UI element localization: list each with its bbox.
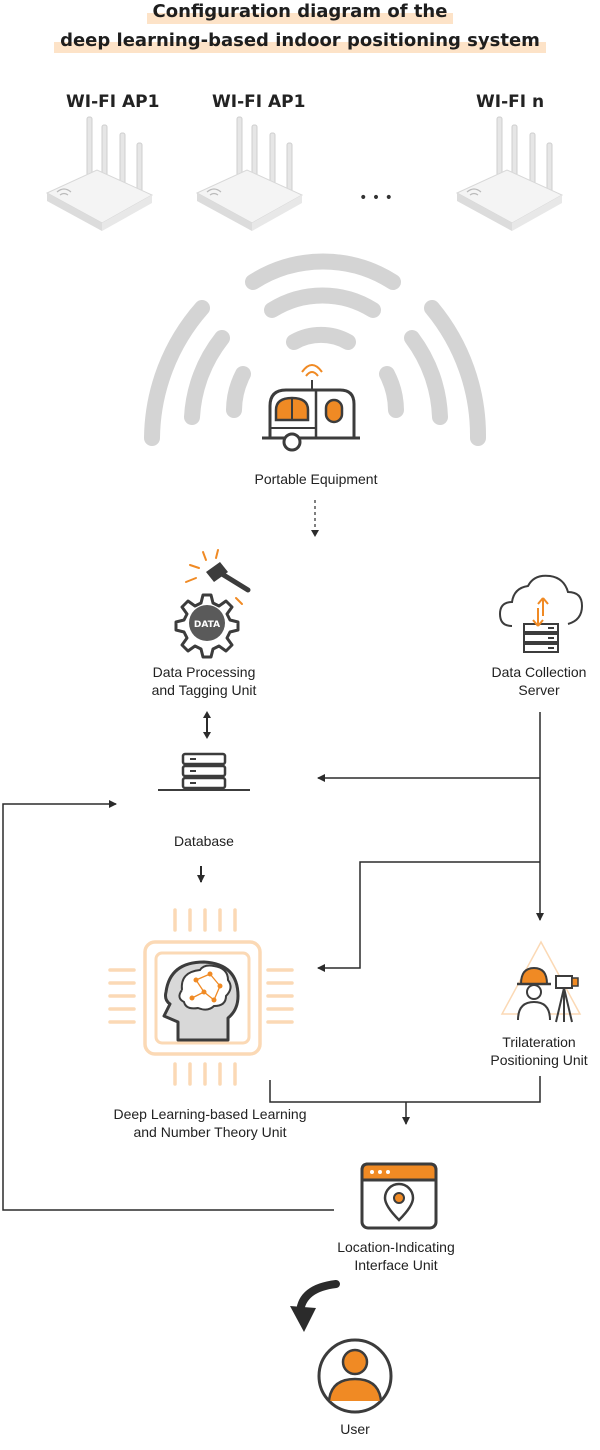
ap-label-n: WI-FI n <box>476 92 545 112</box>
location-interface-label-line1: Location-Indicating <box>337 1239 455 1255</box>
diagram-title-line-1: Configuration diagram of the <box>0 0 600 24</box>
ap-label-1: WI-FI AP1 <box>66 92 160 112</box>
user-avatar-icon <box>317 1338 393 1414</box>
ellipsis-text: • • • <box>359 190 393 206</box>
data-gear-icon: DATA <box>174 593 240 659</box>
trilateration-label-line2: Positioning Unit <box>490 1052 588 1068</box>
trilateration-label: Trilateration Positioning Unit <box>464 1033 600 1069</box>
data-collection-label-line1: Data Collection <box>491 664 587 680</box>
wifi-signal-waves <box>144 253 487 446</box>
server-to-deeplearning-arrow <box>317 861 540 972</box>
camper-icon <box>262 364 360 452</box>
location-interface-label-line2: Interface Unit <box>354 1257 438 1273</box>
user-label: User <box>340 1421 370 1437</box>
dotted-arrowhead <box>311 530 319 537</box>
deep-learning-label: Deep Learning-based Learning and Number … <box>72 1105 348 1141</box>
data-processing-label-line2: and Tagging Unit <box>151 682 257 698</box>
ap-label-2: WI-FI AP1 <box>212 92 306 112</box>
wifi-router-icon-1 <box>46 116 153 232</box>
location-interface-icon <box>360 1162 438 1230</box>
deep-learning-label-line1: Deep Learning-based Learning <box>113 1106 307 1122</box>
deep-learning-label-line2: and Number Theory Unit <box>133 1124 287 1140</box>
data-collection-label-line2: Server <box>518 682 560 698</box>
connector-lines <box>2 712 544 1211</box>
ai-brain-chip-icon <box>108 908 294 1086</box>
cloud-server-icon <box>498 574 584 653</box>
curved-arrow-icon <box>290 1280 340 1332</box>
portable-equipment-label: Portable Equipment <box>254 471 378 487</box>
data-processing-label: Data Processing and Tagging Unit <box>114 663 294 699</box>
database-label: Database <box>174 833 234 849</box>
database-icon <box>158 752 250 791</box>
location-interface-label: Location-Indicating Interface Unit <box>296 1238 496 1274</box>
trilateration-label-line1: Trilateration <box>502 1034 576 1050</box>
diagram-title-line-2: deep learning-based indoor positioning s… <box>0 29 600 53</box>
data-processing-label-line1: Data Processing <box>152 664 256 680</box>
feedback-loop-arrow <box>2 800 334 1211</box>
wifi-router-icon-2 <box>196 116 303 232</box>
surveyor-icon <box>500 940 582 1023</box>
merge-line <box>269 1076 541 1103</box>
wifi-router-icon-n <box>456 116 563 232</box>
data-collection-label: Data Collection Server <box>464 663 600 699</box>
hammer-icon <box>185 549 251 605</box>
data-icon-text: DATA <box>194 620 220 630</box>
